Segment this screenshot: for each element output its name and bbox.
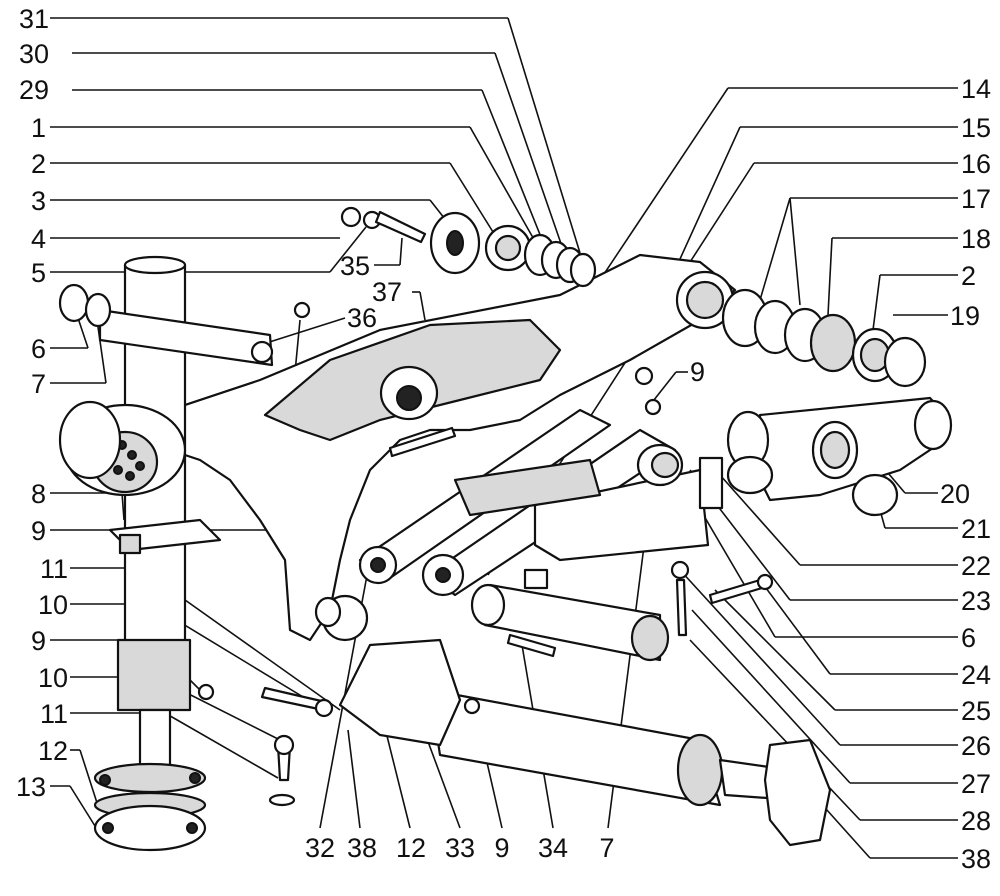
leader-lines (50, 17, 958, 859)
bush-21 (851, 473, 899, 517)
callout-4: 4 (31, 224, 46, 254)
callout-5: 5 (31, 258, 46, 288)
callout-30: 30 (19, 39, 49, 69)
callout-36: 36 (347, 303, 377, 333)
nut-4 (340, 206, 362, 228)
callout-9-left: 9 (31, 516, 46, 546)
callout-38: 38 (347, 833, 377, 863)
callout-37: 37 (372, 277, 402, 307)
callout-26: 26 (961, 731, 991, 761)
callout-28: 28 (961, 806, 991, 836)
nut-9 (634, 366, 654, 386)
bolt-34 (506, 633, 557, 658)
long-bolt (388, 426, 457, 458)
callout-7: 7 (31, 369, 46, 399)
callout-21: 21 (961, 514, 991, 544)
callout-38-right: 38 (961, 844, 991, 874)
callout-22: 22 (961, 551, 991, 581)
upper-rod (98, 308, 274, 367)
callout-9-right: 9 (690, 357, 705, 387)
grease-nipple-9d (463, 697, 481, 715)
grease-nipple-9c (197, 683, 215, 701)
callout-17: 17 (961, 184, 991, 214)
clevis-38 (763, 738, 832, 847)
callout-12: 12 (38, 736, 68, 766)
callout-1: 1 (31, 113, 46, 143)
column-stem (138, 708, 172, 770)
callout-11-b: 11 (40, 699, 68, 729)
callout-labels: 31 30 29 1 2 3 4 5 35 6 7 36 37 8 9 11 1… (16, 4, 991, 874)
callout-29: 29 (19, 75, 49, 105)
callout-31: 31 (19, 4, 49, 34)
pin-22 (726, 455, 774, 495)
callout-12-bottom: 12 (396, 833, 426, 863)
callout-25: 25 (961, 696, 991, 726)
callout-10: 10 (38, 590, 68, 620)
callout-19: 19 (950, 301, 980, 331)
callout-34: 34 (538, 833, 568, 863)
main-frame (108, 253, 737, 642)
callout-24: 24 (961, 660, 991, 690)
base-plate-13 (93, 804, 207, 852)
callout-14: 14 (961, 74, 991, 104)
callout-2-right: 2 (961, 261, 976, 291)
callout-16: 16 (961, 149, 991, 179)
callout-18: 18 (961, 224, 991, 254)
callout-35: 35 (340, 251, 370, 281)
grease-nipple-9b (644, 398, 662, 416)
callout-6: 6 (31, 334, 46, 364)
callout-9-bottom: 9 (494, 833, 509, 863)
callout-23: 23 (961, 586, 991, 616)
callout-33: 33 (445, 833, 475, 863)
callout-10-b: 10 (38, 663, 68, 693)
clamp-block (338, 638, 462, 747)
stud-35 (374, 210, 427, 244)
grease-nipple-9a (293, 301, 311, 319)
callout-6-right: 6 (961, 623, 976, 653)
callout-8: 8 (31, 479, 46, 509)
bolt-28 (675, 578, 688, 637)
callout-3: 3 (31, 186, 46, 216)
callout-13: 13 (16, 772, 46, 802)
callout-15: 15 (961, 113, 991, 143)
callout-27: 27 (961, 769, 991, 799)
callout-11: 11 (40, 554, 68, 584)
callout-7-bottom: 7 (599, 833, 614, 863)
bolt-25 (708, 578, 764, 605)
column-sleeve (116, 638, 192, 712)
callout-2: 2 (31, 149, 46, 179)
parts (58, 206, 953, 852)
callout-9-left-b: 9 (31, 626, 46, 656)
base-plate-12 (93, 762, 207, 794)
callout-20: 20 (940, 479, 970, 509)
callout-32: 32 (305, 833, 335, 863)
